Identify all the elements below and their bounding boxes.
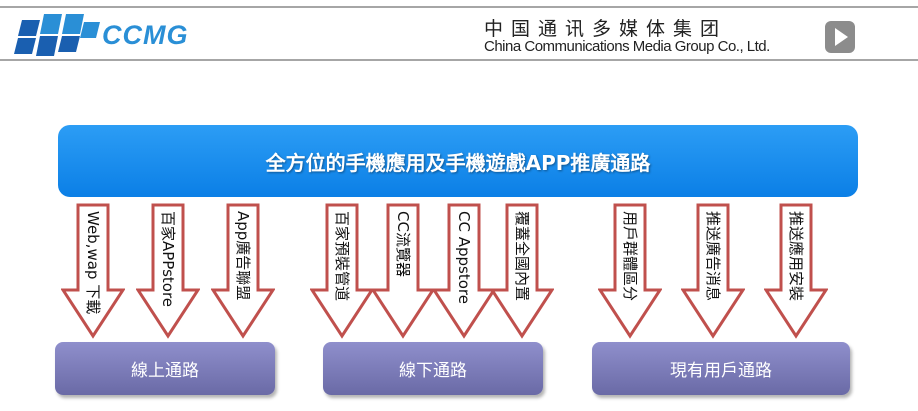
company-name-cn: 中国通讯多媒体集团 xyxy=(484,18,728,40)
arrow-6: 覆蓋全國內置 xyxy=(490,203,554,339)
down-arrow-icon xyxy=(136,203,200,339)
arrow-7: 用戶群體區分 xyxy=(598,203,662,339)
down-arrow-icon xyxy=(371,203,435,339)
logo-text: CCMG xyxy=(102,20,189,50)
arrow-label: 百家預裝管道 xyxy=(333,211,351,302)
arrow-1: 百家APPstore xyxy=(136,203,200,339)
arrow-label: 用戶群體區分 xyxy=(621,211,639,302)
down-arrow-icon xyxy=(598,203,662,339)
company-name-en: China Communications Media Group Co., Lt… xyxy=(484,38,770,55)
arrow-9: 推送應用安裝 xyxy=(764,203,828,339)
channel-existing-users: 現有用戶通路 xyxy=(592,342,850,395)
down-arrow-icon xyxy=(211,203,275,339)
arrow-label: 推送應用安裝 xyxy=(787,211,805,302)
ccmg-logo: CCMG xyxy=(14,12,214,58)
down-arrow-icon xyxy=(490,203,554,339)
arrow-label: CC流覽器 xyxy=(394,211,412,277)
header-bottom-rule xyxy=(0,59,918,61)
arrow-4: CC流覽器 xyxy=(371,203,435,339)
channel-online: 線上通路 xyxy=(55,342,275,395)
header-top-rule xyxy=(0,6,918,8)
arrow-2: App廣告聯盟 xyxy=(211,203,275,339)
arrow-3: 百家預裝管道 xyxy=(310,203,374,339)
down-arrow-icon xyxy=(310,203,374,339)
banner-title: 全方位的手機應用及手機遊戲APP推廣通路 xyxy=(58,125,858,197)
logo-tiles-icon xyxy=(14,14,100,56)
arrow-5: CC Appstore xyxy=(432,203,496,339)
arrow-8: 推送廣告消息 xyxy=(681,203,745,339)
arrow-label: 推送廣告消息 xyxy=(704,211,722,302)
arrow-label: CC Appstore xyxy=(455,211,473,304)
arrow-label: Web,wap 下載 xyxy=(84,211,102,315)
down-arrow-icon xyxy=(764,203,828,339)
arrow-0: Web,wap 下載 xyxy=(61,203,125,339)
arrow-label: 百家APPstore xyxy=(159,211,177,308)
play-icon[interactable] xyxy=(825,21,855,53)
channel-offline: 線下通路 xyxy=(323,342,543,395)
arrow-label: 覆蓋全國內置 xyxy=(513,211,531,302)
down-arrow-icon xyxy=(61,203,125,339)
down-arrow-icon xyxy=(681,203,745,339)
arrow-label: App廣告聯盟 xyxy=(234,211,252,301)
down-arrow-icon xyxy=(432,203,496,339)
